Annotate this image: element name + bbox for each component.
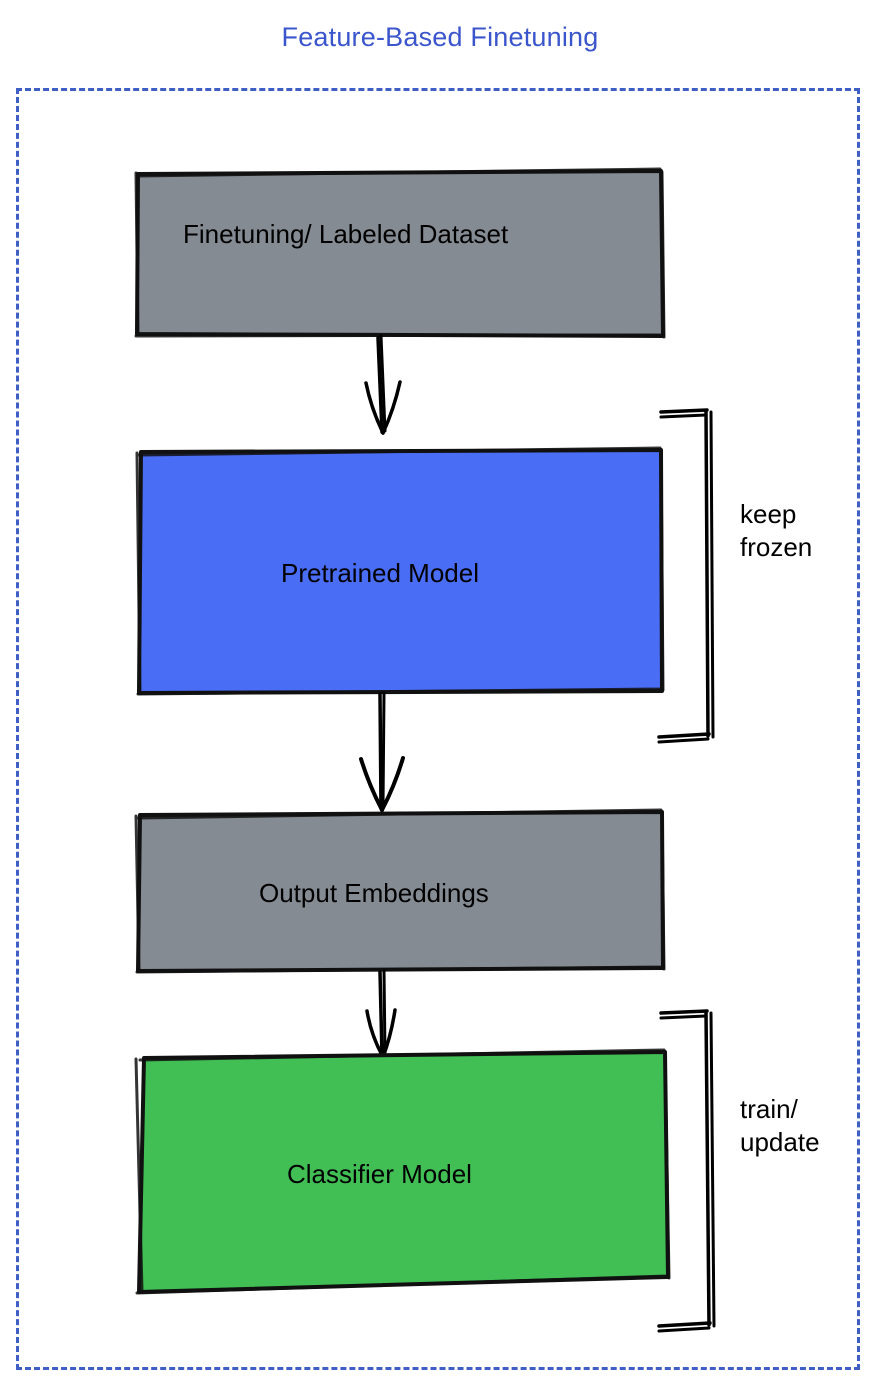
node-classifier-label: Classifier Model [287, 1159, 472, 1189]
node-pretrained-label: Pretrained Model [281, 558, 479, 588]
node-embeddings-label: Output Embeddings [259, 878, 489, 908]
arrow-pretrained-to-embeddings [359, 691, 405, 812]
node-classifier-sketch-stroke [134, 1048, 671, 1295]
diagram-title: Feature-Based Finetuning [281, 22, 599, 52]
node-dataset-label: Finetuning/ Labeled Dataset [183, 219, 509, 249]
arrow-embeddings-to-classifier [365, 969, 397, 1059]
bracket-keep-frozen [657, 408, 715, 744]
arrow-dataset-to-pretrained [364, 334, 402, 435]
annotation-train-update-label: train/ update [740, 1094, 820, 1157]
node-dataset-sketch-stroke [134, 167, 666, 339]
bracket-train-update [657, 1009, 716, 1333]
node-dataset[interactable] [134, 167, 666, 339]
node-classifier[interactable] [134, 1048, 671, 1295]
annotation-keep-frozen-label: keep frozen [740, 499, 813, 562]
node-pretrained-sketch-stroke [135, 446, 665, 696]
node-dataset-shape [135, 169, 665, 338]
node-pretrained[interactable] [135, 446, 665, 696]
node-embeddings-sketch-stroke [134, 808, 666, 974]
node-embeddings[interactable] [134, 808, 666, 974]
